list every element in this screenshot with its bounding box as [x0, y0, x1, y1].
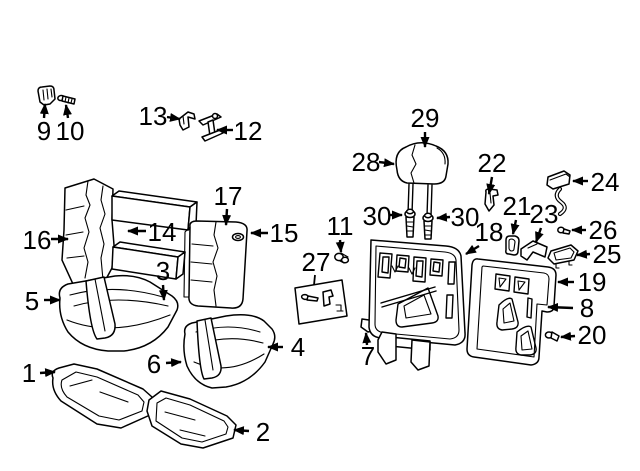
- part-11-grommet: [334, 252, 350, 264]
- part-1-2-seat-pan: [51, 363, 237, 449]
- part-4-6-seat-cushion-pad-small: [183, 314, 276, 389]
- callout-16[interactable]: 16: [23, 225, 69, 255]
- part-16-14-seatback-frame: [61, 178, 198, 293]
- callout-11-label[interactable]: 11: [327, 211, 354, 241]
- callout-17[interactable]: 17: [214, 181, 243, 226]
- callout-17-label[interactable]: 17: [214, 181, 243, 211]
- callout-16-label[interactable]: 16: [23, 225, 52, 255]
- callout-4[interactable]: 4: [267, 332, 305, 362]
- callout-24-label[interactable]: 24: [591, 167, 620, 197]
- callout-12-label[interactable]: 12: [234, 116, 263, 146]
- callout-3-label[interactable]: 3: [156, 256, 170, 286]
- callout-25[interactable]: 25: [576, 239, 622, 269]
- callout-26-label[interactable]: 26: [589, 215, 618, 245]
- callout-3[interactable]: 3: [156, 256, 170, 301]
- callout-15-label[interactable]: 15: [270, 218, 299, 248]
- callout-23[interactable]: 23: [530, 199, 559, 243]
- callout-30-right-label[interactable]: 30: [451, 202, 480, 232]
- part-10-screw: [57, 94, 76, 105]
- callout-12[interactable]: 12: [216, 116, 263, 146]
- callout-22-label[interactable]: 22: [478, 148, 507, 178]
- callout-14[interactable]: 14: [127, 217, 177, 247]
- callout-2[interactable]: 2: [233, 417, 270, 447]
- callout-18-label[interactable]: 18: [475, 217, 504, 247]
- callout-9[interactable]: 9: [37, 103, 51, 146]
- callout-24[interactable]: 24: [572, 167, 620, 197]
- callout-6-label[interactable]: 6: [147, 349, 161, 379]
- callout-25-label[interactable]: 25: [593, 239, 622, 269]
- part-28-29-headrest: [395, 142, 449, 217]
- callout-27-label[interactable]: 27: [302, 247, 331, 277]
- callout-1-label[interactable]: 1: [22, 358, 36, 388]
- part-25-plate: [547, 244, 579, 269]
- callout-30-left-label[interactable]: 30: [363, 201, 392, 231]
- callout-30-left[interactable]: 30: [363, 201, 403, 231]
- callout-29[interactable]: 29: [411, 103, 440, 148]
- callout-30-right[interactable]: 30: [436, 202, 480, 232]
- part-24-strap: [546, 170, 571, 217]
- callout-8[interactable]: 8: [547, 293, 594, 323]
- callout-20-label[interactable]: 20: [578, 320, 607, 350]
- callout-20[interactable]: 20: [560, 320, 607, 350]
- callout-5-label[interactable]: 5: [25, 286, 39, 316]
- callout-29-label[interactable]: 29: [411, 103, 440, 133]
- callout-11[interactable]: 11: [327, 211, 354, 253]
- callout-15[interactable]: 15: [250, 218, 299, 248]
- part-8-19-seatback-panel: [466, 258, 557, 366]
- callout-6[interactable]: 6: [147, 349, 182, 379]
- callout-13[interactable]: 13: [139, 101, 181, 131]
- part-23-bracket: [520, 240, 548, 261]
- part-17-15-seatback-pad: [183, 220, 248, 309]
- callout-9-label[interactable]: 9: [37, 116, 51, 146]
- callout-21-label[interactable]: 21: [503, 191, 532, 221]
- callout-28-label[interactable]: 28: [352, 147, 381, 177]
- part-30-guide-bolt-right: [422, 212, 434, 240]
- callout-21[interactable]: 21: [503, 191, 532, 235]
- callout-4-label[interactable]: 4: [291, 332, 305, 362]
- callout-10-label[interactable]: 10: [56, 116, 85, 146]
- callout-5[interactable]: 5: [25, 286, 61, 316]
- part-30-guide-bolt-left: [404, 208, 416, 238]
- callout-27[interactable]: 27: [302, 247, 331, 286]
- part-27-hardware-kit: [294, 279, 348, 325]
- callout-19-label[interactable]: 19: [578, 267, 607, 297]
- part-5-3-seat-cushion-pad: [58, 274, 179, 352]
- part-7-18-seatback-panel: [360, 239, 466, 371]
- callout-26[interactable]: 26: [571, 215, 618, 245]
- callout-28[interactable]: 28: [352, 147, 395, 177]
- part-26-screw: [557, 226, 571, 235]
- part-12-latch-striker: [198, 112, 224, 142]
- part-21-bushing: [505, 235, 520, 256]
- callout-2-label[interactable]: 2: [256, 417, 270, 447]
- part-13-clip: [178, 111, 196, 131]
- callout-14-label[interactable]: 14: [148, 217, 177, 247]
- callout-23-label[interactable]: 23: [530, 199, 559, 229]
- callout-7-label[interactable]: 7: [361, 341, 375, 371]
- callout-10[interactable]: 10: [56, 104, 85, 146]
- callout-19[interactable]: 19: [557, 267, 607, 297]
- callout-7[interactable]: 7: [361, 332, 375, 371]
- callout-22[interactable]: 22: [478, 148, 507, 195]
- part-20-bumper: [544, 331, 560, 342]
- callout-13-label[interactable]: 13: [139, 101, 168, 131]
- part-9-retainer-clip: [37, 85, 56, 106]
- part-22-clip: [484, 188, 499, 212]
- callout-1[interactable]: 1: [22, 358, 56, 388]
- callout-18[interactable]: 18: [465, 217, 504, 256]
- callout-8-label[interactable]: 8: [580, 293, 594, 323]
